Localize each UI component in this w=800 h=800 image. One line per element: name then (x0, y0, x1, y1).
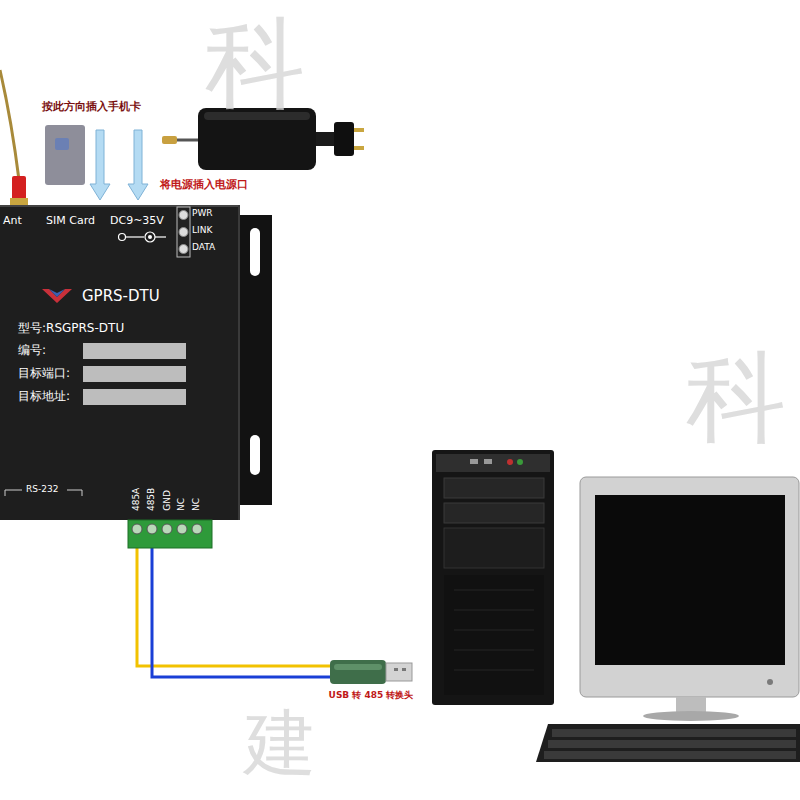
brand-logo (49, 289, 65, 297)
field-label: 目标地址: (18, 389, 70, 403)
led (179, 228, 188, 237)
port-label: SIM Card (46, 214, 95, 227)
led (179, 211, 188, 220)
field-label: 编号: (18, 343, 46, 357)
dtu-housing (0, 205, 240, 520)
monitor-screen (595, 495, 785, 665)
dc-symbol (119, 234, 126, 241)
usb-converter-highlight (334, 664, 382, 670)
mesh-line (454, 670, 534, 671)
antenna-base (10, 198, 28, 205)
pin-label: NC (177, 498, 188, 511)
sim-chip (55, 138, 69, 150)
tower-top-panel (436, 454, 550, 472)
terminal-screw (192, 524, 202, 534)
terminal-screw (147, 524, 157, 534)
port-bracket (67, 490, 82, 496)
pin-label: GND (162, 490, 173, 511)
keyboard (536, 724, 800, 762)
key-row (548, 740, 796, 748)
mesh-line (454, 650, 534, 651)
monitor-base (643, 711, 739, 721)
drive-bay (444, 478, 544, 498)
usb-plug-hole (402, 668, 406, 671)
audio-port (517, 459, 523, 465)
key-row (552, 729, 796, 737)
usb-converter: USB 转 485 转换头 (330, 658, 412, 686)
drive-bay (444, 503, 544, 523)
led-panel (177, 207, 190, 257)
usb-port (470, 459, 478, 464)
port-bracket (5, 490, 22, 496)
usb-plug (386, 663, 412, 681)
led (179, 245, 188, 254)
usb-port (484, 459, 492, 464)
mesh-line (454, 630, 534, 631)
antenna-wire (0, 70, 19, 180)
note-text: 将电源插入电源口 (160, 178, 248, 191)
antenna-connector (12, 176, 26, 200)
terminal-block (128, 520, 212, 548)
adapter-cable (176, 139, 198, 142)
insert-arrow (128, 130, 148, 200)
dtu-device: Ant SIM Card DC9~35V PWR LINK DATA GPRS-DTU 型号:… (0, 205, 240, 520)
dc-symbol (155, 236, 166, 237)
port-label: RS-232 (26, 484, 58, 495)
field-label: 目标端口: (18, 366, 70, 380)
mounting-slot (250, 228, 260, 276)
mesh-line (454, 590, 534, 591)
pc-tower (432, 450, 554, 705)
terminal-screw (177, 524, 187, 534)
plug-prong (354, 146, 364, 150)
usb-plug-hole (394, 668, 398, 671)
mounting-slot (250, 435, 260, 475)
label-plate (83, 343, 186, 359)
led-label: LINK (192, 225, 212, 236)
front-panel (444, 528, 544, 568)
terminal-screw (162, 524, 172, 534)
led-label: DATA (192, 242, 215, 253)
sim-card (45, 125, 85, 185)
label-plate (83, 389, 186, 405)
watermark: 建 (244, 700, 316, 786)
insert-arrow (90, 130, 110, 200)
dc-symbol (126, 236, 144, 237)
pin-label: 485B (147, 488, 158, 511)
brand-logo (42, 289, 72, 303)
port-label: Ant (3, 214, 22, 227)
led-label: PWR (192, 208, 213, 219)
front-mesh (444, 575, 544, 695)
terminal-screw (132, 524, 142, 534)
dc-symbol (148, 235, 152, 239)
brand-label: GPRS-DTU (82, 287, 160, 305)
housing-edge (238, 205, 240, 520)
audio-port (507, 459, 513, 465)
dc-plug (162, 136, 177, 144)
adapter-neck (316, 132, 336, 146)
mains-plug (334, 122, 354, 156)
monitor-button (767, 679, 773, 685)
plug-prong (354, 128, 364, 132)
monitor-neck (676, 697, 706, 713)
pin-label: NC (192, 498, 203, 511)
field-label: 型号:RSGPRS-DTU (18, 321, 124, 335)
mesh-line (454, 610, 534, 611)
dc-symbol (145, 232, 155, 242)
pin-label: 485A (132, 488, 143, 511)
watermark: 科 (686, 338, 786, 458)
label-plate (83, 366, 186, 382)
port-label: DC9~35V (110, 214, 164, 227)
housing-edge (0, 205, 240, 207)
converter-label: USB 转 485 转换头 (329, 690, 414, 701)
note-text: 按此方向插入手机卡 (42, 100, 141, 113)
key-row (544, 751, 796, 759)
watermark: 科 (205, 4, 305, 124)
monitor-bezel (580, 477, 799, 697)
usb-converter-body (330, 660, 386, 684)
mounting-flange (236, 215, 272, 505)
